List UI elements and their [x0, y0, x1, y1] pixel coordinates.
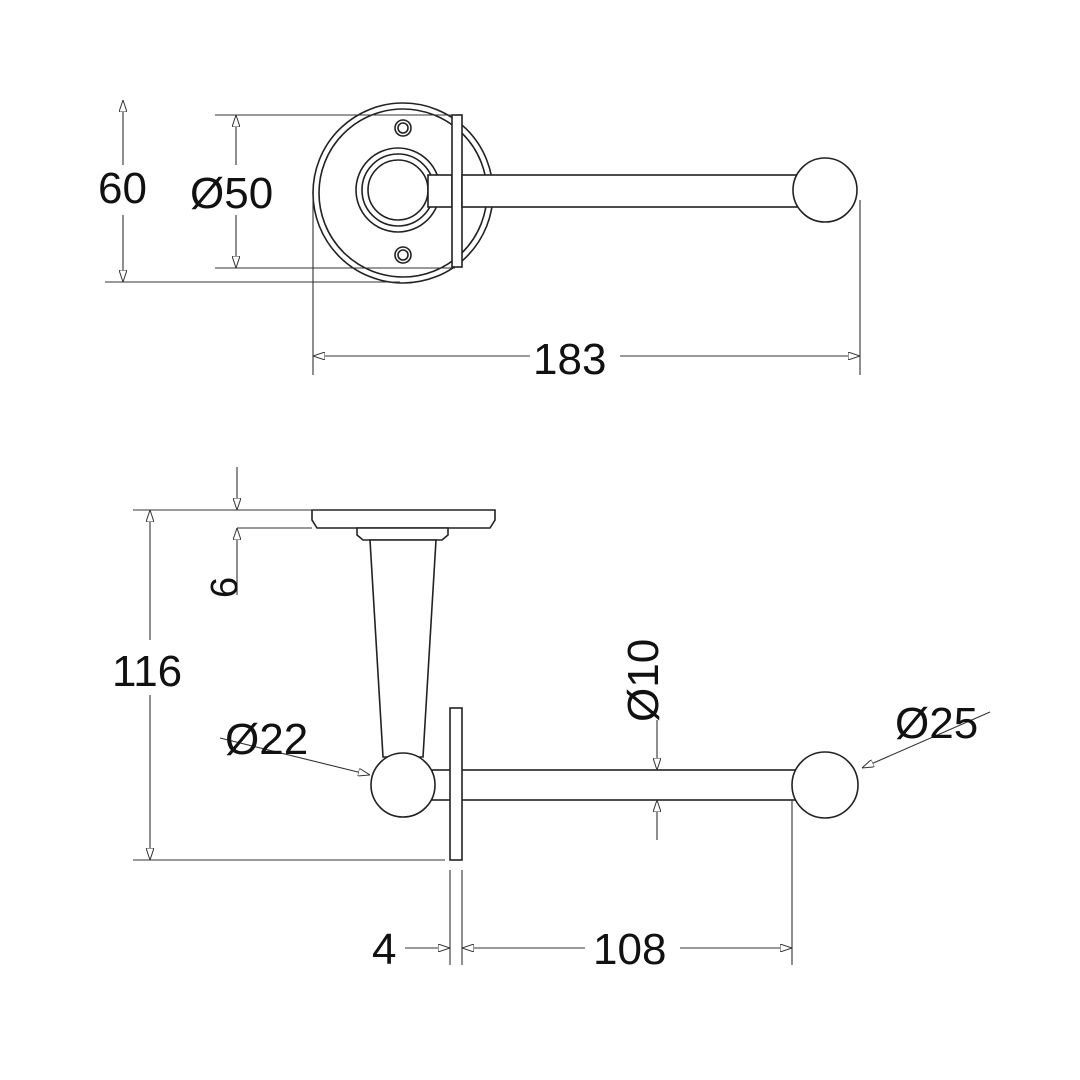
wall-plate [451, 114, 463, 268]
screw-hole-icon [394, 246, 412, 264]
mounting-plate [311, 509, 496, 529]
arm-length-label: 108 [593, 925, 666, 974]
dimension-lines-top [105, 100, 861, 375]
knuckle-diameter-label: Ø22 [225, 715, 308, 764]
end-ball [791, 751, 859, 819]
height-label: 60 [98, 164, 147, 213]
end-ball-diameter-label: Ø25 [895, 699, 978, 748]
arm [431, 769, 798, 801]
knuckle-ball [370, 752, 436, 818]
wall-plate-label: 4 [372, 925, 396, 974]
side-view: 116 6 Ø22 Ø10 Ø25 4 108 [112, 467, 991, 975]
end-ball [792, 157, 858, 223]
wall-plate [449, 707, 463, 861]
arm [461, 174, 798, 208]
rosette-diameter-label: Ø50 [190, 169, 273, 218]
length-label: 183 [533, 335, 606, 384]
screw-hole-icon [394, 119, 412, 137]
plate-thickness-label: 6 [204, 577, 246, 598]
height-label: 116 [112, 647, 182, 696]
arm-diameter-label: Ø10 [619, 639, 668, 722]
tapered-stem [369, 539, 437, 758]
top-view: 60 Ø50 183 [98, 100, 861, 384]
